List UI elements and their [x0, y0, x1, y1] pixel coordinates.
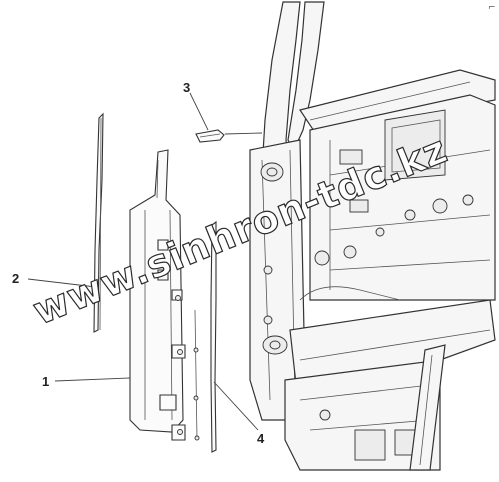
part-4-seal-strip	[193, 220, 217, 453]
door-frame-assembly	[249, 1, 496, 471]
callout-4: 4	[257, 431, 265, 446]
part-2-weatherstrip	[93, 112, 104, 333]
callout-3: 3	[183, 80, 190, 95]
leader-lines	[27, 92, 263, 431]
part-3-clip	[195, 129, 225, 143]
callout-1: 1	[42, 374, 49, 389]
callout-2: 2	[12, 271, 19, 286]
corner-mark: ⌐	[488, 3, 496, 13]
part-1-pillar-trim	[129, 149, 186, 441]
